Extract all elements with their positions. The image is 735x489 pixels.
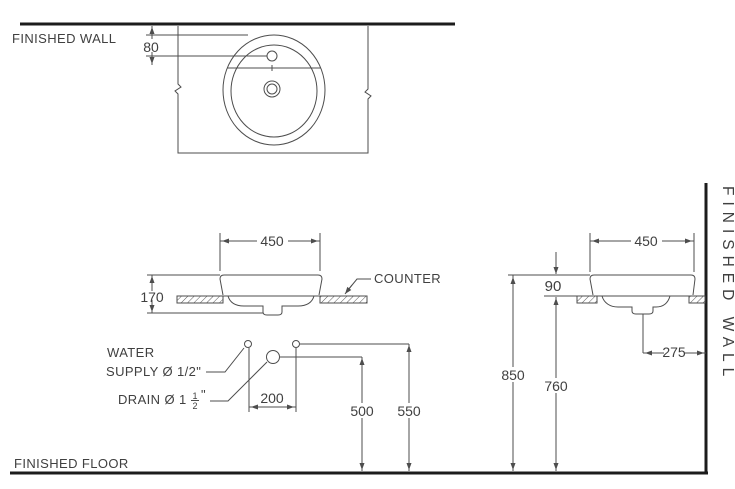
counter-label: COUNTER	[374, 271, 441, 286]
counter-section-left	[176, 295, 224, 304]
supply-point-left	[244, 340, 252, 348]
drain-fraction-numerator: 1	[192, 391, 197, 401]
dim-500-label: 500	[350, 403, 374, 419]
left-side-view: 450 170 COUNTER	[137, 233, 441, 316]
dim-850-label: 850	[501, 367, 525, 383]
drain-hole-inner	[266, 83, 278, 95]
water-supply-label-line1: WATER	[107, 345, 155, 360]
counter-leader	[347, 278, 371, 291]
drain-label: DRAIN Ø 1	[118, 392, 187, 407]
drain-fraction-denominator: 2	[192, 401, 197, 411]
floor: FINISHED FLOOR	[10, 456, 708, 475]
basin-body-right-view	[589, 274, 696, 296]
dim-450-right-label: 450	[634, 233, 658, 249]
faucet-hole	[266, 50, 278, 62]
dim-450-left-label: 450	[260, 233, 284, 249]
dim-760-label: 760	[544, 378, 568, 394]
bowl-underside-right-view	[601, 295, 671, 315]
dim-170-label: 170	[140, 289, 164, 305]
bowl-underside-left-view	[227, 295, 315, 316]
counter-section-right-view-right	[688, 295, 706, 304]
counter-section-right-view-left	[576, 295, 598, 304]
top-view: FINISHED WALL 80	[12, 22, 455, 154]
water-supply-label-line2: SUPPLY Ø 1/2"	[106, 364, 201, 379]
finished-wall-right-label: FINISHED WALL	[719, 186, 735, 382]
counter-plan-outline	[174, 26, 372, 154]
finished-floor-label: FINISHED FLOOR	[14, 456, 129, 471]
dim-90-label: 90	[545, 278, 562, 295]
rough-in-points: WATER SUPPLY Ø 1/2" DRAIN Ø 1 1 2 " 200 …	[106, 340, 425, 471]
finished-wall-top-label: FINISHED WALL	[12, 31, 116, 46]
drain-hole-outer	[263, 80, 281, 98]
dim-275-label: 275	[662, 344, 686, 360]
basin-inner-bowl	[230, 44, 318, 138]
drain-label-suffix: "	[201, 387, 206, 402]
water-supply-leader	[206, 347, 245, 373]
basin-body-left-view	[219, 274, 323, 296]
basin-outer-rim	[222, 34, 326, 146]
supply-point-right	[292, 340, 300, 348]
drain-leader	[210, 361, 268, 402]
dim-80-label: 80	[143, 39, 159, 55]
right-side-view: FINISHED WALL 450 275 90 850	[497, 183, 735, 474]
dim-550-label: 550	[397, 403, 421, 419]
counter-section-right	[319, 295, 368, 304]
dim-200-label: 200	[260, 390, 284, 406]
drain-point	[266, 350, 280, 364]
